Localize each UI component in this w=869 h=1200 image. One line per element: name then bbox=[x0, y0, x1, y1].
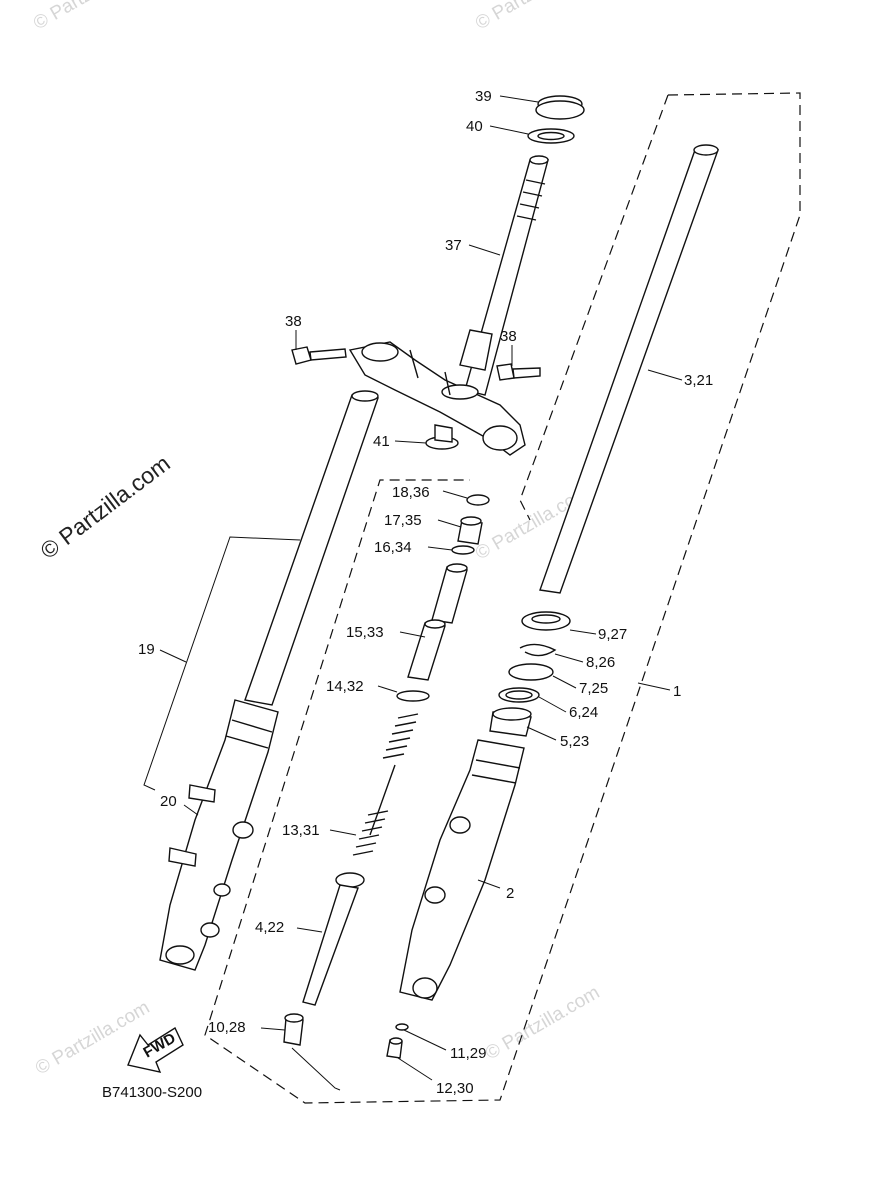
callout-18-36: 18,36 bbox=[392, 484, 430, 501]
washer-14 bbox=[396, 690, 430, 702]
callout-19: 19 bbox=[138, 641, 155, 658]
watermark-text: © Partzilla.com bbox=[472, 0, 593, 34]
watermark-text: © Partzilla.com bbox=[30, 0, 151, 34]
inner-tube-left bbox=[244, 390, 379, 706]
callout-13-31: 13,31 bbox=[282, 822, 320, 839]
o-ring-16 bbox=[451, 545, 475, 555]
callout-10-28: 10,28 bbox=[208, 1019, 246, 1036]
callout-11-29: 11,29 bbox=[450, 1045, 486, 1062]
bearing-40 bbox=[527, 128, 575, 144]
bolt-12 bbox=[386, 1037, 403, 1059]
leader-lines bbox=[143, 95, 683, 1091]
collar-10 bbox=[283, 1013, 304, 1046]
oil-seal-7 bbox=[508, 663, 554, 681]
outer-tube-right bbox=[399, 739, 525, 1001]
washer-11 bbox=[395, 1023, 409, 1031]
callout-1: 1 bbox=[673, 683, 681, 700]
steering-stem bbox=[459, 155, 549, 396]
callout-6-24: 6,24 bbox=[569, 704, 598, 721]
under-bracket bbox=[348, 341, 526, 456]
callout-17-35: 17,35 bbox=[384, 512, 422, 529]
bushing-5 bbox=[489, 707, 532, 737]
callout-15-33: 15,33 bbox=[346, 624, 384, 641]
cap-41 bbox=[425, 424, 459, 450]
fork-spring-13 bbox=[352, 713, 419, 856]
callout-labels: 39 40 37 38 38 41 3,21 18,36 17,35 16,34… bbox=[138, 88, 713, 1097]
cap-18 bbox=[466, 494, 490, 506]
callout-14-32: 14,32 bbox=[326, 678, 364, 695]
cap-bolt-17 bbox=[457, 516, 483, 545]
callout-3-21: 3,21 bbox=[684, 372, 713, 389]
spacer-15 bbox=[407, 563, 468, 681]
callout-7-25: 7,25 bbox=[579, 680, 608, 697]
callout-4-22: 4,22 bbox=[255, 919, 284, 936]
clip-8 bbox=[519, 643, 557, 657]
bolt-38-left bbox=[291, 346, 347, 365]
outer-tube-assembly-outline bbox=[204, 92, 801, 1104]
callout-2: 2 bbox=[506, 885, 514, 902]
fwd-arrow-icon: FWD bbox=[127, 1026, 184, 1073]
watermark-text: © Partzilla.com bbox=[482, 982, 603, 1064]
callout-20: 20 bbox=[160, 793, 177, 810]
callout-5-23: 5,23 bbox=[560, 733, 589, 750]
callout-37: 37 bbox=[445, 237, 462, 254]
callout-12-30: 12,30 bbox=[436, 1080, 474, 1097]
callout-38-left: 38 bbox=[285, 313, 302, 330]
callout-8-26: 8,26 bbox=[586, 654, 615, 671]
watermark-text: © Partzilla.com bbox=[35, 450, 174, 564]
callout-40: 40 bbox=[466, 118, 483, 135]
callout-38-right: 38 bbox=[500, 328, 517, 345]
bolt-38-right bbox=[496, 363, 541, 381]
outer-tube-left bbox=[159, 699, 279, 971]
callout-16-34: 16,34 bbox=[374, 539, 412, 556]
diagram-code: B741300-S200 bbox=[102, 1084, 202, 1101]
damper-rod-4 bbox=[302, 872, 365, 1006]
callout-41: 41 bbox=[373, 433, 390, 450]
washer-6 bbox=[498, 687, 540, 703]
callout-39: 39 bbox=[475, 88, 492, 105]
callout-9-27: 9,27 bbox=[598, 626, 627, 643]
inner-tube-right bbox=[539, 144, 719, 594]
